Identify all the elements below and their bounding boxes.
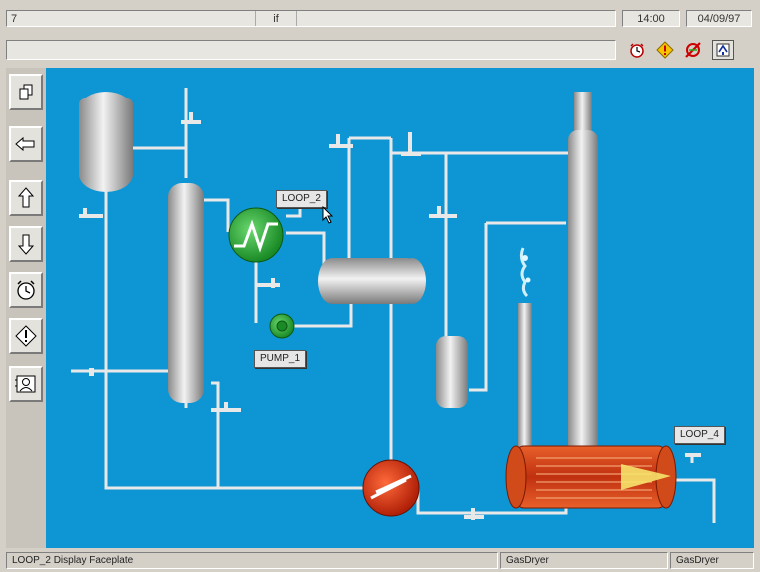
small-vessel bbox=[436, 336, 468, 408]
up-arrow-icon[interactable] bbox=[9, 180, 43, 216]
left-navigation bbox=[6, 68, 46, 548]
warning-diamond-icon[interactable] bbox=[654, 40, 676, 60]
pump bbox=[269, 313, 295, 339]
knockout-drum bbox=[79, 92, 133, 192]
process-diagram bbox=[71, 88, 716, 523]
horizontal-drum bbox=[318, 258, 426, 304]
down-arrow-icon[interactable] bbox=[9, 226, 43, 262]
loop2-tag[interactable]: LOOP_2 bbox=[276, 190, 327, 208]
mouse-cursor-icon bbox=[322, 206, 334, 224]
alarm-toolbar bbox=[6, 36, 754, 64]
title-left-text: 7 bbox=[11, 13, 18, 25]
loop4-tag[interactable]: LOOP_4 bbox=[674, 426, 725, 444]
clock-date: 04/09/97 bbox=[686, 10, 752, 27]
copy-page-icon[interactable] bbox=[9, 74, 43, 110]
back-arrow-icon[interactable] bbox=[9, 126, 43, 162]
status-message: LOOP_2 Display Faceplate bbox=[6, 552, 498, 569]
title-bar: 7 if 14:00 04/09/97 bbox=[6, 8, 754, 30]
process-graphic: LOOP_2 PUMP_1 LOOP_4 bbox=[46, 68, 754, 548]
separator-column bbox=[168, 183, 204, 403]
alarm-clock-icon[interactable] bbox=[626, 40, 648, 60]
status-area-2: GasDryer bbox=[670, 552, 754, 569]
alarm-silence-icon[interactable] bbox=[682, 40, 704, 60]
right-column bbox=[568, 92, 598, 455]
operator-icon[interactable] bbox=[9, 366, 43, 402]
alarm-summary-icon[interactable] bbox=[9, 272, 43, 308]
heat-exchanger bbox=[228, 207, 284, 263]
reboiler bbox=[362, 459, 420, 517]
valves bbox=[79, 112, 701, 520]
pump1-tag[interactable]: PUMP_1 bbox=[254, 350, 307, 368]
title-field: 7 if bbox=[6, 10, 616, 27]
clock-time: 14:00 bbox=[622, 10, 680, 27]
alarm-message-field bbox=[6, 40, 616, 60]
title-mid-text: if bbox=[255, 11, 297, 26]
status-area-1: GasDryer bbox=[500, 552, 668, 569]
status-bar: LOOP_2 Display Faceplate GasDryer GasDry… bbox=[6, 552, 754, 570]
help-icon[interactable] bbox=[712, 40, 734, 60]
flare-stack bbox=[518, 247, 532, 453]
alert-icon[interactable] bbox=[9, 318, 43, 354]
shell-tube-heater bbox=[505, 445, 677, 509]
